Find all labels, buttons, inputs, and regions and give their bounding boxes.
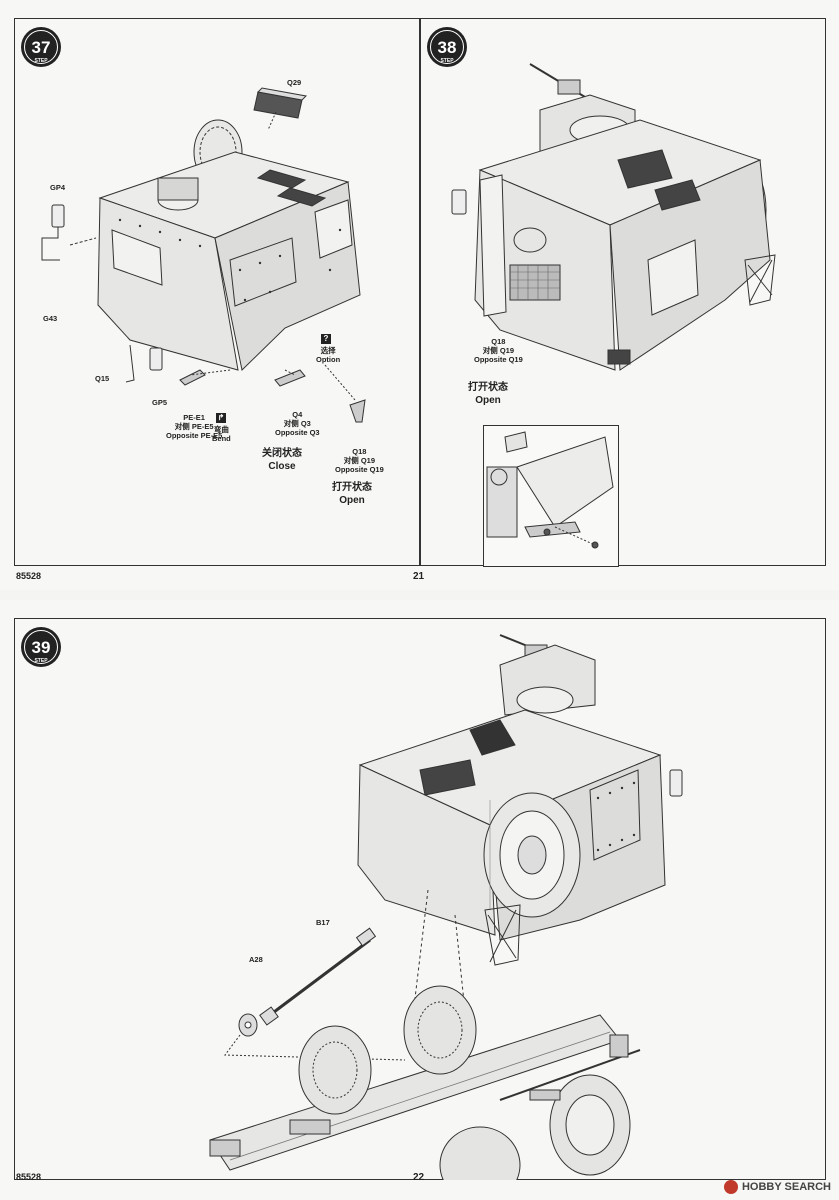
- step-38-vehicle-door-open-drawing: [451, 63, 776, 371]
- option-icon: ?: [321, 334, 331, 344]
- step-38-word: STEP: [440, 58, 454, 64]
- label-q29: Q29: [287, 78, 302, 87]
- hobby-search-logo-icon: [723, 1180, 738, 1194]
- door-hinge-detail-drawing: [486, 431, 614, 549]
- step-38-badge: 38 STEP: [427, 27, 467, 67]
- step-37-frame: [14, 18, 420, 566]
- label-bend: 弯曲 Bend: [212, 425, 231, 443]
- state-open-step37: 打开状态 Open: [332, 482, 372, 506]
- step-39-number: 39: [32, 638, 51, 657]
- label-gp5: GP5: [152, 398, 168, 407]
- step-37-word: STEP: [34, 58, 48, 64]
- hobby-search-watermark: HOBBY SEARCH: [723, 1180, 831, 1194]
- step-39-word: STEP: [34, 658, 48, 664]
- step-37-badge: 37 STEP: [21, 27, 61, 67]
- label-q18-step37: Q18 对侧 Q19 Opposite Q19: [335, 447, 384, 474]
- label-a28: A28: [249, 955, 263, 964]
- page-number-21: 21: [413, 571, 425, 582]
- kit-code-top: 85528: [16, 571, 42, 581]
- instruction-page-21: 37 STEP 38 STEP: [0, 0, 839, 590]
- instruction-page-22: 39 STEP: [0, 600, 839, 1200]
- label-q15: Q15: [95, 374, 110, 383]
- step-37-vehicle-body-drawing: [41, 87, 366, 423]
- state-close: 关闭状态 Close: [262, 448, 302, 472]
- step-39-frame: [14, 618, 826, 1180]
- step-37-number: 37: [32, 38, 51, 57]
- label-pe-e1: PE-E1 对侧 PE-E5 Opposite PE-E5: [166, 413, 223, 440]
- watermark-text: HOBBY SEARCH: [741, 1181, 831, 1193]
- bend-icon: ↱: [216, 413, 226, 423]
- step-39-body-to-chassis-drawing: [209, 634, 683, 1180]
- label-g43: G43: [43, 314, 58, 323]
- label-option: 选择 Option: [316, 346, 341, 364]
- label-q18-step38: Q18 对侧 Q19 Opposite Q19: [474, 337, 523, 364]
- label-q4: Q4 对侧 Q3 Opposite Q3: [275, 410, 320, 437]
- step-39-badge: 39 STEP: [21, 627, 61, 667]
- step-38-frame: [420, 18, 826, 566]
- label-gp4: GP4: [50, 183, 66, 192]
- state-open-step38: 打开状态 Open: [468, 382, 508, 406]
- step-38-number: 38: [438, 38, 457, 57]
- page-number-22: 22: [413, 1172, 425, 1183]
- kit-code-bottom: 85528: [16, 1172, 42, 1182]
- label-b17: B17: [316, 918, 330, 927]
